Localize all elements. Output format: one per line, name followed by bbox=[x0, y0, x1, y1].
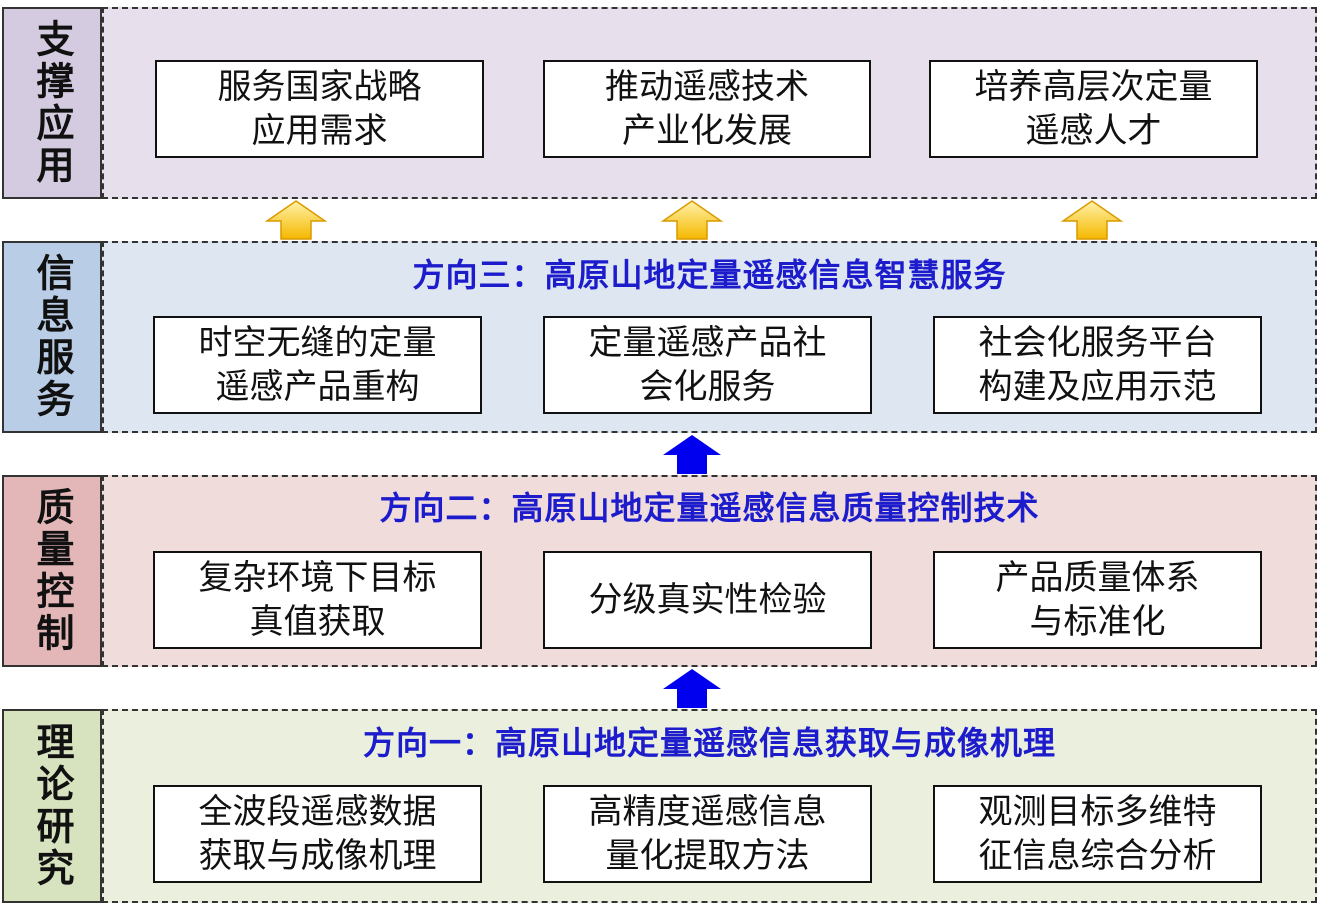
gold-up-arrow-2 bbox=[660, 200, 724, 240]
direction-3-title: 方向三：高原山地定量遥感信息智慧服务 bbox=[412, 256, 1007, 294]
layer-info-label: 信息服务 bbox=[30, 253, 74, 421]
layer-support-label: 支撑应用 bbox=[30, 19, 74, 187]
layer-quality-label-box: 质量控制 bbox=[2, 475, 102, 667]
layer-quality-label: 质量控制 bbox=[30, 487, 74, 655]
layer-theory-label-box: 理论研究 bbox=[2, 709, 102, 903]
info-box-2: 定量遥感产品社 会化服务 bbox=[543, 316, 872, 414]
support-box-3: 培养高层次定量 遥感人才 bbox=[929, 60, 1258, 158]
layer-theory-label: 理论研究 bbox=[30, 722, 74, 890]
blue-up-arrow-2 bbox=[663, 669, 721, 708]
info-box-3: 社会化服务平台 构建及应用示范 bbox=[933, 316, 1262, 414]
direction-2-title: 方向二：高原山地定量遥感信息质量控制技术 bbox=[379, 489, 1040, 527]
layer-info-label-box: 信息服务 bbox=[2, 241, 102, 433]
info-box-1: 时空无缝的定量 遥感产品重构 bbox=[153, 316, 482, 414]
support-box-1: 服务国家战略 应用需求 bbox=[155, 60, 484, 158]
theory-box-3: 观测目标多维特 征信息综合分析 bbox=[933, 785, 1262, 883]
support-box-2: 推动遥感技术 产业化发展 bbox=[543, 60, 871, 158]
theory-box-1: 全波段遥感数据 获取与成像机理 bbox=[153, 785, 482, 883]
theory-box-2: 高精度遥感信息 量化提取方法 bbox=[543, 785, 872, 883]
quality-box-3: 产品质量体系 与标准化 bbox=[933, 551, 1262, 649]
quality-box-1: 复杂环境下目标 真值获取 bbox=[153, 551, 482, 649]
gold-up-arrow-1 bbox=[264, 200, 328, 240]
quality-box-2: 分级真实性检验 bbox=[543, 551, 872, 649]
layer-support-label-box: 支撑应用 bbox=[2, 7, 102, 199]
gold-up-arrow-3 bbox=[1060, 200, 1124, 240]
direction-1-title: 方向一：高原山地定量遥感信息获取与成像机理 bbox=[362, 724, 1056, 762]
blue-up-arrow-1 bbox=[663, 435, 721, 474]
